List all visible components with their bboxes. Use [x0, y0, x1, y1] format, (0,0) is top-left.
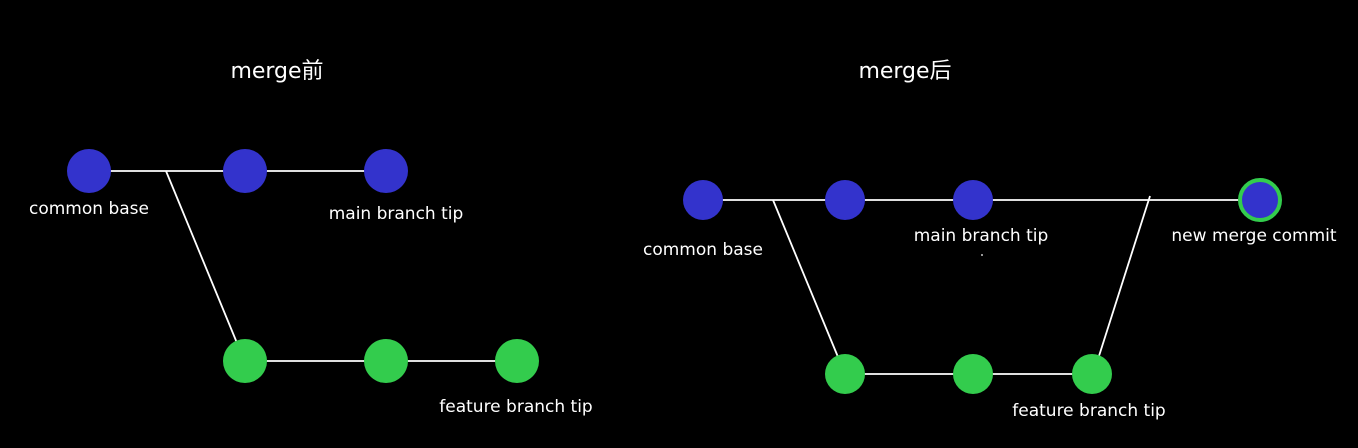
after-merge-panel: merge后 common base main branch tip new m…: [643, 59, 1337, 421]
before-common-base-commit: [67, 149, 111, 193]
after-common-base-label: common base: [643, 240, 763, 260]
before-fork-line: [165, 170, 238, 344]
after-merge-line: [1098, 195, 1151, 357]
after-main-commit: [825, 180, 865, 220]
after-main-tip-commit: [953, 180, 993, 220]
after-feature-commit: [825, 354, 865, 394]
stray-dot: [981, 254, 983, 256]
after-main-tip-label: main branch tip: [914, 226, 1049, 246]
before-feature-tip-commit: [495, 339, 539, 383]
after-feature-tip-commit: [1072, 354, 1112, 394]
after-feature-tip-label: feature branch tip: [1012, 401, 1165, 421]
after-feature-commit: [953, 354, 993, 394]
before-feature-commit: [364, 339, 408, 383]
after-common-base-commit: [683, 180, 723, 220]
before-feature-tip-label: feature branch tip: [439, 397, 592, 417]
before-main-commit: [223, 149, 267, 193]
after-merge-commit-label: new merge commit: [1171, 226, 1336, 246]
before-common-base-label: common base: [29, 199, 149, 219]
before-main-tip-label: main branch tip: [329, 204, 464, 224]
after-merge-commit: [1238, 178, 1282, 222]
after-title: merge后: [858, 59, 951, 84]
after-fork-line: [772, 199, 839, 358]
before-feature-commit: [223, 339, 267, 383]
before-main-tip-commit: [364, 149, 408, 193]
before-title: merge前: [230, 59, 323, 84]
before-merge-panel: merge前 common base main branch tip featu…: [29, 59, 593, 417]
